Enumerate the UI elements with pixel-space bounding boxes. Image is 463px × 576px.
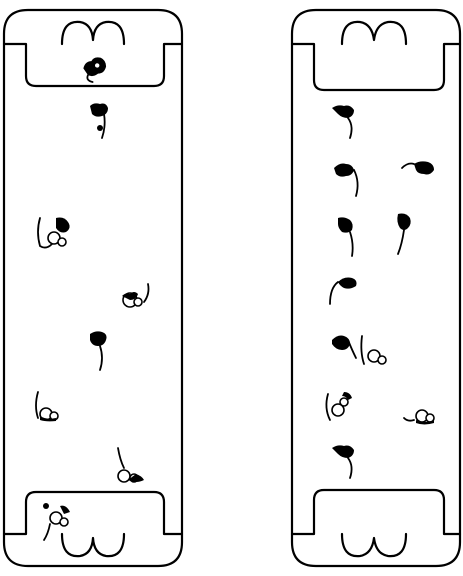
right-player-10 bbox=[404, 410, 434, 425]
left-player-7 bbox=[118, 448, 144, 482]
right-player-3 bbox=[402, 161, 434, 174]
left-player-3 bbox=[38, 218, 70, 248]
left-top-goal-arc bbox=[62, 22, 124, 44]
right-player-9 bbox=[326, 392, 352, 420]
left-player-1 bbox=[81, 55, 110, 83]
right-player-5 bbox=[397, 214, 410, 255]
left-player-8 bbox=[43, 503, 70, 540]
left-bottom-goal-arc bbox=[62, 534, 124, 556]
left-court bbox=[4, 10, 182, 566]
left-player-6 bbox=[36, 392, 58, 421]
right-player-11 bbox=[332, 445, 354, 478]
right-top-goal-arc bbox=[342, 22, 406, 44]
right-player-6 bbox=[330, 278, 357, 305]
right-player-7 bbox=[332, 336, 356, 359]
right-court-outline bbox=[292, 10, 460, 566]
right-player-1 bbox=[332, 105, 354, 138]
right-bottom-goal-arc bbox=[342, 534, 406, 556]
right-player-2 bbox=[334, 164, 358, 197]
right-player-8 bbox=[361, 336, 386, 364]
right-top-goal-area bbox=[292, 44, 460, 90]
left-player-2 bbox=[90, 103, 108, 138]
right-player-4 bbox=[338, 217, 353, 256]
right-court bbox=[292, 10, 460, 566]
left-player-5 bbox=[90, 331, 107, 370]
left-player-4 bbox=[122, 284, 149, 307]
left-court-outline bbox=[4, 10, 182, 566]
right-bottom-goal-area bbox=[292, 490, 460, 534]
left-bottom-goal-area bbox=[4, 492, 182, 534]
